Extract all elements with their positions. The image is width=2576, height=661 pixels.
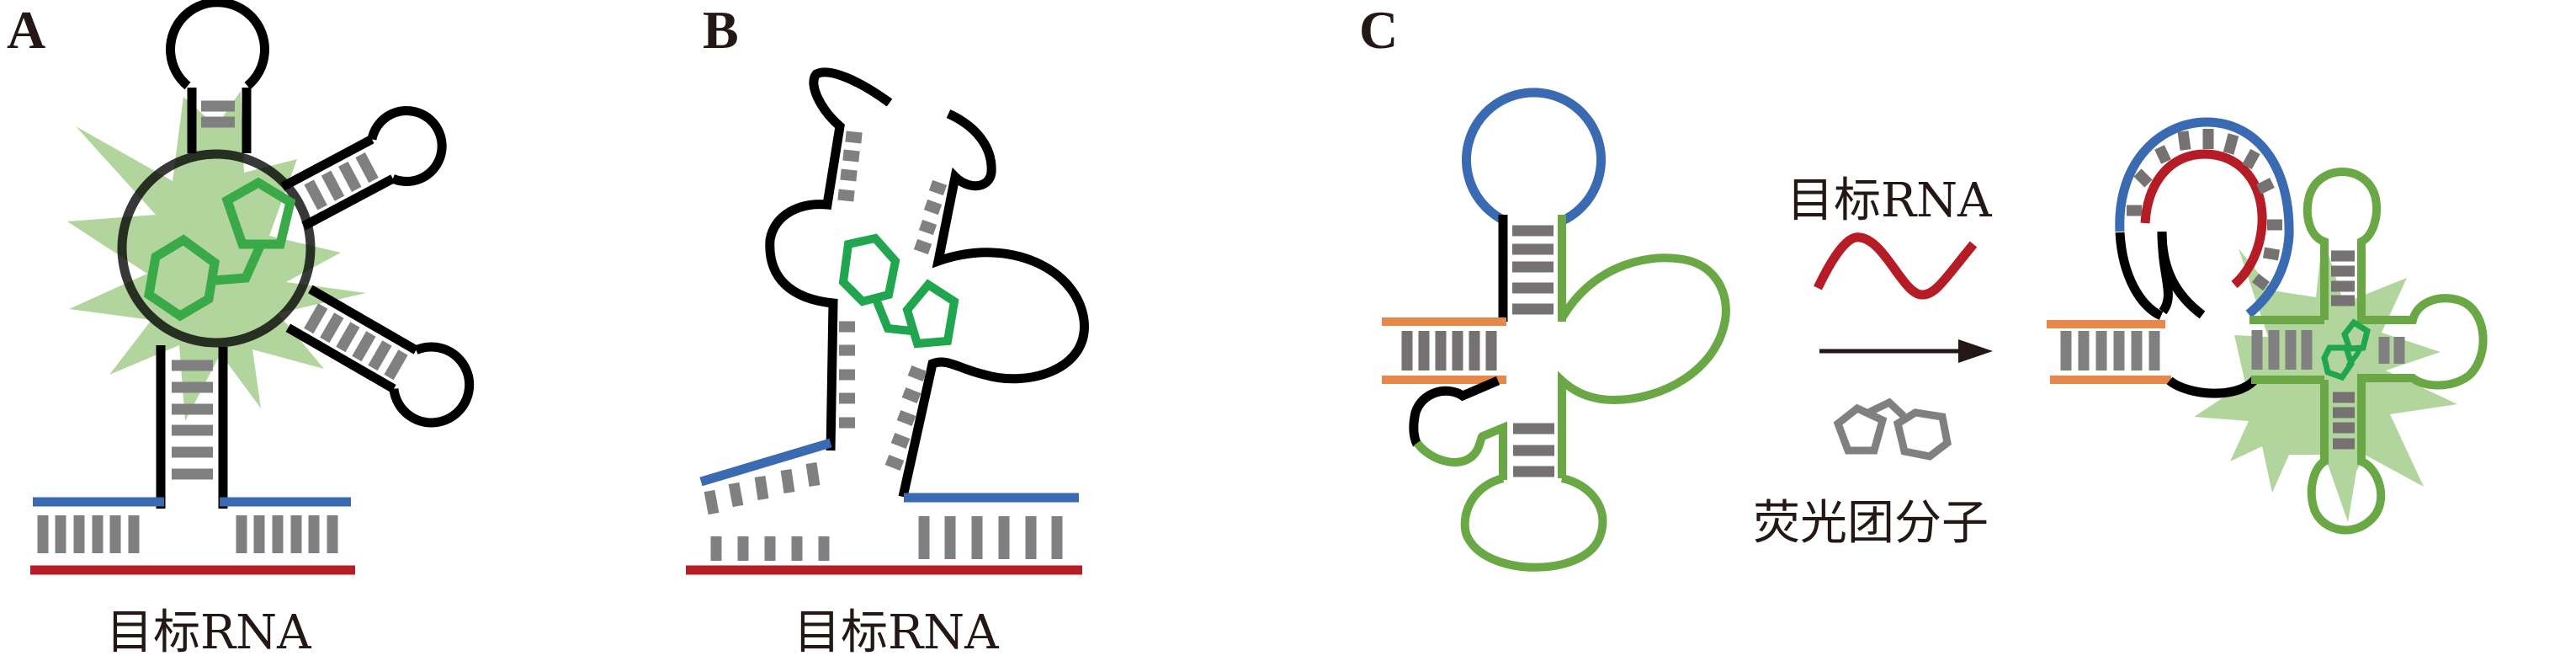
upper-right-hairpin (280, 106, 447, 231)
recognition-loop (1462, 88, 1606, 225)
hybridized-target-rna (2140, 149, 2267, 289)
sensor-closed-state (1382, 88, 1730, 572)
base-pairs-lower-right (884, 365, 927, 472)
target-rna-wave-icon (1814, 232, 1978, 300)
target-base-pairs-left-tilted (704, 462, 821, 515)
reaction-arrow-icon (1819, 339, 1993, 363)
target-rna-label: 目标RNA (1787, 173, 1992, 228)
target-loop-base-pairs (2127, 129, 2282, 291)
sensor-open-state (2047, 117, 2488, 535)
probe-arm-left (699, 438, 832, 487)
stem-base-pairs (1512, 225, 1554, 315)
lower-right-hairpin (285, 285, 475, 428)
fluorophore-icon (143, 177, 296, 322)
fluorophore-icon (838, 233, 959, 349)
panel-a-label: A (7, 0, 45, 60)
aptamer-half-right-top (898, 109, 1089, 498)
bottom-stem (156, 345, 228, 509)
target-base-pairs-right (918, 516, 1063, 559)
panel-c-label: C (1359, 0, 1398, 60)
aptamer-half-left (765, 67, 893, 451)
recognition-loop-opened (2115, 117, 2294, 318)
panel-b-label: B (703, 0, 739, 60)
fluorescence-glow-icon (67, 91, 366, 421)
base-pairs-upper-left (837, 131, 863, 202)
fluorogenic-aptamer-folded (2249, 168, 2488, 535)
base-pairs-upper-right (913, 179, 948, 255)
bound-fluorophore-icon (2321, 318, 2372, 381)
target-base-pairs-left (37, 515, 140, 553)
panel-c: C (1359, 0, 2488, 572)
central-junction-loop (117, 149, 316, 348)
target-base-pairs-left (710, 536, 830, 561)
panel-a-caption: 目标RNA (106, 605, 311, 660)
fluorophore-label: 荧光团分子 (1753, 496, 1989, 551)
fluorophore-molecule-icon (1833, 397, 1952, 461)
base-pairs-lower-left (839, 321, 855, 429)
lower-stem-base-pairs (1513, 423, 1554, 477)
top-hairpin (166, 0, 269, 153)
target-base-pairs-right (236, 515, 338, 553)
stem-base-pairs-vertical (2060, 331, 2160, 370)
panel-a: A (7, 0, 475, 660)
panel-b-caption: 目标RNA (794, 605, 999, 660)
stem-base-pairs-vertical (1401, 331, 1497, 370)
panel-b: B (686, 0, 1089, 660)
